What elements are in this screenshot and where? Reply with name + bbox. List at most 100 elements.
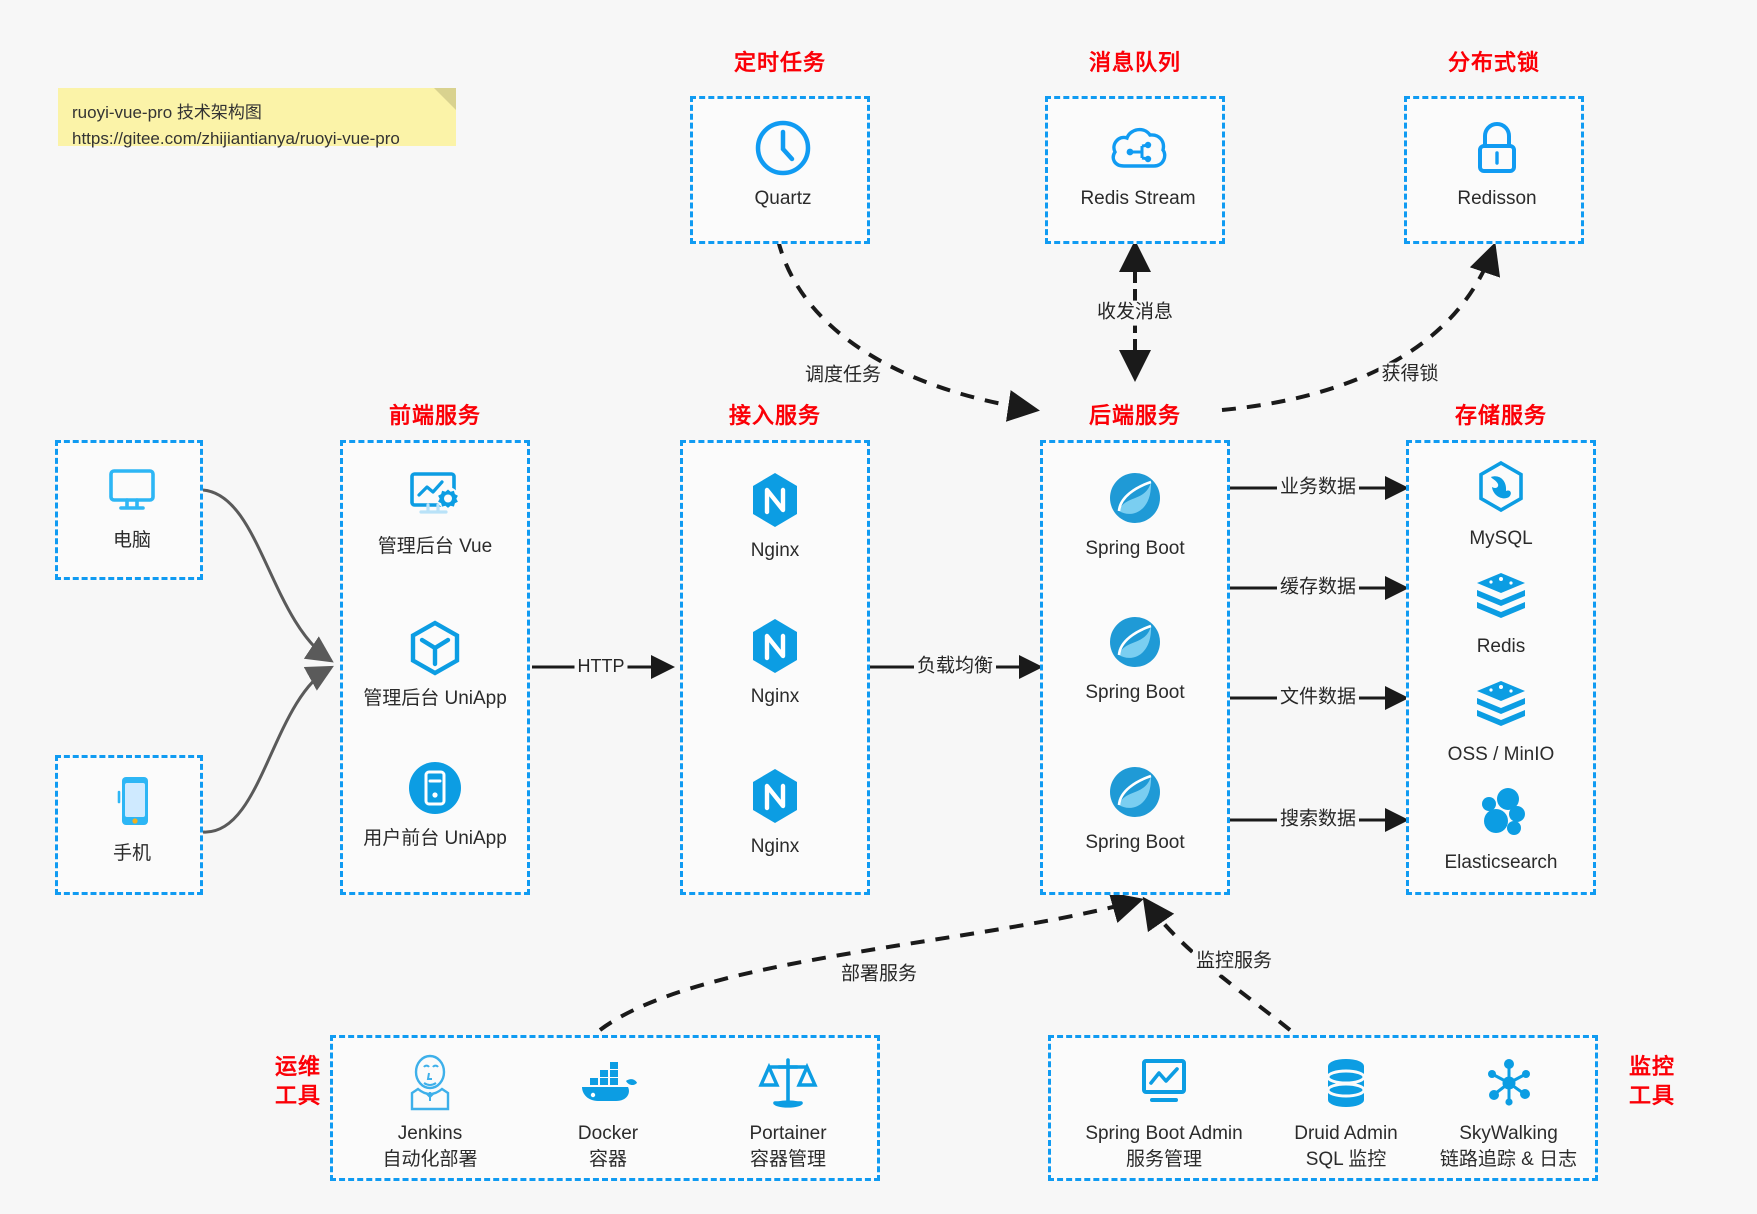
- node-user-uniapp[interactable]: 用户前台 UniApp: [355, 757, 515, 852]
- node-label: Elasticsearch: [1444, 852, 1558, 873]
- group-box-devops: Jenkins 自动化部署 Docker 容器: [330, 1035, 880, 1181]
- node-sublabel: 容器管理: [749, 1148, 826, 1170]
- node-sublabel: 链路追踪 & 日志: [1439, 1148, 1578, 1170]
- node-label: 管理后台 Vue: [377, 536, 493, 557]
- node-docker[interactable]: Docker 容器: [533, 1052, 683, 1172]
- edge-lock: [1221, 242, 1501, 412]
- node-label: Nginx: [750, 540, 800, 561]
- cloud-stream-icon: [1058, 117, 1218, 179]
- node-label: Redis Stream: [1080, 188, 1196, 209]
- node-admin-uniapp[interactable]: 管理后台 UniApp: [355, 617, 515, 712]
- docker-icon: [533, 1052, 683, 1114]
- group-box-monitoring: Spring Boot Admin 服务管理 Druid Admin SQL 监…: [1048, 1035, 1598, 1181]
- node-druid-admin[interactable]: Druid Admin SQL 监控: [1266, 1052, 1426, 1172]
- node-portainer[interactable]: Portainer 容器管理: [713, 1052, 863, 1172]
- node-label: Nginx: [750, 686, 800, 707]
- group-title-lock: 分布式锁: [1447, 50, 1540, 75]
- edge-mobile-to-frontend: [202, 665, 334, 834]
- edge-label-business: 业务数据: [1276, 475, 1360, 501]
- node-label: Quartz: [754, 188, 812, 209]
- node-label: OSS / MinIO: [1447, 744, 1555, 765]
- group-title-monitoring: 监控 工具: [1612, 1053, 1692, 1110]
- node-spring-boot-2[interactable]: Spring Boot: [1055, 611, 1215, 706]
- group-box-client-mobile: 手机: [55, 755, 203, 895]
- node-redis-stream[interactable]: Redis Stream: [1058, 117, 1218, 212]
- group-box-mq: Redis Stream: [1045, 96, 1225, 244]
- mysql-icon: [1421, 457, 1581, 519]
- node-label: Druid Admin: [1294, 1123, 1398, 1144]
- dashboard-icon: [355, 465, 515, 527]
- node-mysql[interactable]: MySQL: [1421, 457, 1581, 552]
- clock-icon: [703, 117, 863, 179]
- node-mobile[interactable]: 手机: [52, 772, 212, 867]
- devops-title-line1: 运维: [274, 1054, 321, 1079]
- node-jenkins[interactable]: Jenkins 自动化部署: [355, 1052, 505, 1172]
- node-label: Redisson: [1457, 188, 1537, 209]
- cube-icon: [355, 617, 515, 679]
- node-label: Docker: [577, 1123, 639, 1144]
- node-label: SkyWalking: [1459, 1123, 1558, 1144]
- node-spring-boot-admin[interactable]: Spring Boot Admin 服务管理: [1069, 1052, 1259, 1172]
- devops-title-line2: 工具: [274, 1082, 321, 1108]
- note-url: https://gitee.com/zhijiantianya/ruoyi-vu…: [72, 129, 400, 149]
- node-spring-boot-1[interactable]: Spring Boot: [1055, 467, 1215, 562]
- spring-icon: [1055, 611, 1215, 673]
- monitoring-title-line1: 监控: [1628, 1054, 1675, 1079]
- node-label: Spring Boot: [1085, 832, 1185, 853]
- node-skywalking[interactable]: SkyWalking 链路追踪 & 日志: [1421, 1052, 1596, 1172]
- edge-label-monitor: 监控服务: [1192, 949, 1276, 975]
- database-icon: [1266, 1052, 1426, 1114]
- edge-label-schedule: 调度任务: [801, 363, 885, 389]
- edge-label-cache: 缓存数据: [1276, 575, 1360, 601]
- node-label: Redis: [1476, 636, 1526, 657]
- group-title-frontend: 前端服务: [388, 403, 481, 428]
- skywalking-icon: [1421, 1052, 1596, 1114]
- edge-label-load-balance: 负载均衡: [913, 654, 997, 680]
- group-box-storage: MySQL Redis OSS: [1406, 440, 1596, 895]
- group-box-lock: Redisson: [1404, 96, 1584, 244]
- node-oss-minio[interactable]: OSS / MinIO: [1421, 673, 1581, 768]
- note-title: ruoyi-vue-pro 技术架构图: [72, 103, 262, 122]
- nginx-icon: [695, 765, 855, 827]
- node-label: MySQL: [1469, 528, 1533, 549]
- node-nginx-1[interactable]: Nginx: [695, 469, 855, 564]
- edge-label-mq: 收发消息: [1093, 300, 1177, 326]
- node-label: Portainer: [749, 1123, 827, 1144]
- node-label: 用户前台 UniApp: [363, 828, 507, 849]
- node-sublabel: 自动化部署: [382, 1148, 478, 1170]
- node-redis[interactable]: Redis: [1421, 565, 1581, 660]
- edge-label-deploy: 部署服务: [837, 962, 921, 988]
- node-redisson[interactable]: Redisson: [1417, 117, 1577, 212]
- node-quartz[interactable]: Quartz: [703, 117, 863, 212]
- edge-pc-to-frontend: [202, 488, 334, 663]
- node-label: 手机: [112, 843, 151, 864]
- edge-label-file: 文件数据: [1276, 685, 1360, 711]
- node-spring-boot-3[interactable]: Spring Boot: [1055, 761, 1215, 856]
- phone-icon: [52, 772, 212, 834]
- spring-icon: [1055, 467, 1215, 529]
- monitoring-title-line2: 工具: [1628, 1082, 1675, 1108]
- elasticsearch-icon: [1421, 781, 1581, 843]
- redis-icon: [1421, 565, 1581, 627]
- lock-icon: [1417, 117, 1577, 179]
- spring-icon: [1055, 761, 1215, 823]
- group-title-backend: 后端服务: [1088, 403, 1181, 428]
- nginx-icon: [695, 615, 855, 677]
- node-label: Spring Boot: [1085, 538, 1185, 559]
- node-nginx-3[interactable]: Nginx: [695, 765, 855, 860]
- group-title-storage: 存储服务: [1454, 403, 1547, 428]
- node-label: 电脑: [112, 530, 151, 551]
- edge-label-http: HTTP: [574, 655, 628, 679]
- group-box-gateway: Nginx Nginx Nginx: [680, 440, 870, 895]
- group-title-devops: 运维 工具: [258, 1053, 338, 1110]
- node-elasticsearch[interactable]: Elasticsearch: [1421, 781, 1581, 876]
- node-pc[interactable]: 电脑: [52, 459, 212, 554]
- node-nginx-2[interactable]: Nginx: [695, 615, 855, 710]
- group-box-frontend: 管理后台 Vue 管理后台 UniApp 用户前台 UniApp: [340, 440, 530, 895]
- diagram-note: ruoyi-vue-pro 技术架构图 https://gitee.com/zh…: [58, 88, 456, 148]
- desktop-icon: [52, 459, 212, 521]
- group-box-client-pc: 电脑: [55, 440, 203, 580]
- node-admin-vue[interactable]: 管理后台 Vue: [355, 465, 515, 560]
- node-sublabel: 容器: [588, 1148, 627, 1170]
